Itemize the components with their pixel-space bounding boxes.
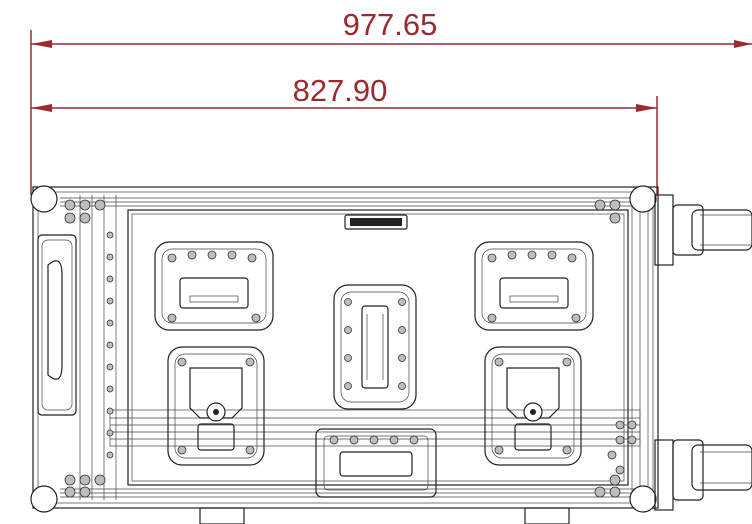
rivet (106, 407, 114, 415)
rivet (177, 445, 187, 455)
rivet (494, 357, 504, 367)
rivet (369, 435, 379, 445)
rivet (329, 435, 339, 445)
dimension-overall-length: 977.65 (30, 7, 752, 195)
rivet (349, 435, 359, 445)
rivet (609, 199, 621, 211)
rivet (79, 486, 91, 498)
recessed-handle-left (154, 241, 274, 331)
rivet (627, 420, 637, 430)
rivet (245, 357, 255, 367)
rivet (607, 450, 617, 460)
rivets (64, 199, 637, 498)
label-plate (344, 214, 408, 230)
rivet (106, 297, 114, 305)
butterfly-latch-right (484, 346, 582, 466)
rivet (344, 382, 352, 390)
rivet (94, 474, 106, 486)
rivet (106, 429, 114, 437)
rivet (79, 474, 91, 486)
rivet (487, 253, 497, 263)
rivet (79, 212, 91, 224)
rivet (207, 250, 217, 260)
rivet (527, 250, 537, 260)
rivet (627, 435, 637, 445)
overall-length-label: 977.65 (343, 7, 438, 42)
rivet (398, 354, 406, 362)
rivet (106, 275, 114, 283)
rivet (562, 357, 572, 367)
rivet (106, 253, 114, 261)
rivet (106, 363, 114, 371)
rivet (344, 326, 352, 334)
recessed-handle-bottom (315, 428, 437, 498)
recessed-handle-center (333, 284, 417, 410)
rivet (615, 465, 625, 475)
rivet (609, 474, 621, 486)
rivet (615, 435, 625, 445)
rivet (594, 199, 606, 211)
butterfly-latch-left (167, 346, 265, 466)
rivet (609, 486, 621, 498)
rivet (571, 313, 581, 323)
rivet (106, 451, 114, 459)
dimension-inner-length: 827.90 (31, 73, 658, 195)
inner-length-label: 827.90 (293, 73, 388, 108)
rivet (64, 212, 76, 224)
rivet (106, 319, 114, 327)
rivet (344, 354, 352, 362)
rivet (106, 385, 114, 393)
rivet (567, 253, 577, 263)
rivet (247, 253, 257, 263)
rivet (547, 250, 557, 260)
corner-balls (30, 185, 657, 513)
rivet (594, 486, 606, 498)
rivet (398, 298, 406, 306)
rivet (167, 313, 177, 323)
rivet (344, 298, 352, 306)
rivet (398, 382, 406, 390)
rivet (64, 486, 76, 498)
caster-wheel-bottom (654, 439, 752, 511)
rivet (187, 250, 197, 260)
rivet (106, 341, 114, 349)
rivet (64, 474, 76, 486)
recessed-handle-right (474, 241, 594, 331)
rivet (615, 420, 625, 430)
rivet (177, 357, 187, 367)
rivet (167, 253, 177, 263)
rivet (609, 212, 621, 224)
rivet (398, 326, 406, 334)
rivet (251, 313, 261, 323)
rivet (389, 435, 399, 445)
case-feet (199, 507, 570, 524)
side-handle (37, 234, 77, 416)
rivet (245, 445, 255, 455)
rivet (562, 445, 572, 455)
rivet (94, 199, 106, 211)
rivet (106, 231, 114, 239)
rivet (487, 313, 497, 323)
rivet (64, 199, 76, 211)
rivet (79, 199, 91, 211)
rivet (227, 250, 237, 260)
rivet (494, 445, 504, 455)
rivet (507, 250, 517, 260)
flight-case-body (32, 186, 659, 509)
rivet (409, 435, 419, 445)
caster-wheel-top (654, 194, 752, 266)
